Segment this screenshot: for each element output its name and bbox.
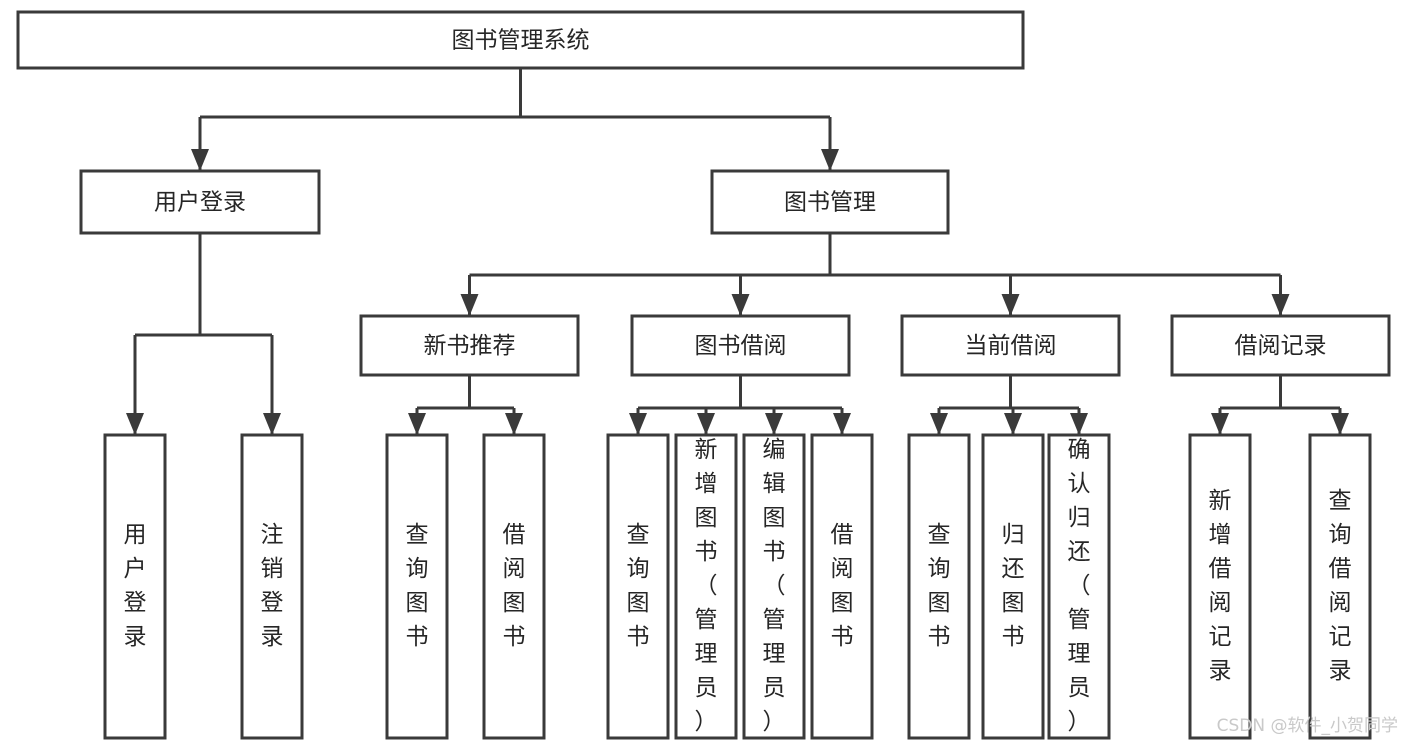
node-label-borrow-record: 借阅记录 [1235, 333, 1327, 359]
arrow-head-icon-leaf-user-login [126, 413, 144, 435]
node-box-new-book-recommend [359, 314, 580, 377]
node-label-leaf-query-book-2: 查询图书 [627, 522, 650, 650]
node-box-borrow-record [1170, 314, 1391, 377]
arrow-head-icon-leaf-add-book [697, 413, 715, 435]
node-box-leaf-query-borrow-record [1308, 433, 1372, 740]
node-box-root [16, 10, 1025, 70]
node-box-leaf-edit-book [742, 433, 806, 740]
node-label-leaf-borrow-book-1: 借阅图书 [503, 522, 526, 650]
arrow-head-icon-leaf-query-book-1 [408, 413, 426, 435]
node-box-leaf-add-book [674, 433, 738, 740]
arrow-head-icon-leaf-add-borrow-record [1211, 413, 1229, 435]
node-label-user-login: 用户登录 [154, 190, 246, 216]
node-leaf-query-borrow-record[interactable]: 查询借阅记录 [1308, 433, 1372, 740]
node-current-borrow[interactable]: 当前借阅 [900, 314, 1121, 377]
node-box-leaf-return-book [981, 433, 1045, 740]
arrow-head-icon-leaf-borrow-book-1 [505, 413, 523, 435]
node-box-leaf-confirm-return [1047, 433, 1111, 740]
node-label-leaf-user-logout: 注销登录 [261, 522, 284, 650]
node-label-leaf-add-borrow-record: 新增借阅记录 [1209, 488, 1232, 684]
node-leaf-query-book-3[interactable]: 查询图书 [907, 433, 971, 740]
arrow-head-icon-borrow-record [1271, 294, 1290, 316]
node-leaf-query-book-2[interactable]: 查询图书 [606, 433, 670, 740]
node-box-current-borrow [900, 314, 1121, 377]
node-box-leaf-user-logout [240, 433, 304, 740]
nodes-layer: 图书管理系统用户登录图书管理新书推荐图书借阅当前借阅借阅记录用户登录注销登录查询… [16, 10, 1391, 740]
node-box-leaf-borrow-book-2 [810, 433, 874, 740]
node-label-root: 图书管理系统 [452, 28, 590, 54]
node-box-book-borrow [630, 314, 851, 377]
node-label-leaf-edit-book: 编辑图书（管理员） [763, 437, 786, 735]
node-label-leaf-user-login: 用户登录 [124, 522, 147, 650]
csdn-watermark: CSDN @软件_小贺同学 [1217, 716, 1398, 736]
node-book-borrow[interactable]: 图书借阅 [630, 314, 851, 377]
arrow-head-icon-leaf-query-borrow-record [1331, 413, 1349, 435]
node-label-leaf-return-book: 归还图书 [1002, 522, 1025, 650]
node-box-leaf-user-login [103, 433, 167, 740]
arrow-head-icon-leaf-query-book-2 [629, 413, 647, 435]
node-leaf-add-borrow-record[interactable]: 新增借阅记录 [1188, 433, 1252, 740]
arrow-head-icon-leaf-edit-book [765, 413, 783, 435]
node-leaf-add-book[interactable]: 新增图书（管理员） [674, 433, 738, 740]
node-label-new-book-recommend: 新书推荐 [424, 333, 516, 359]
node-borrow-record[interactable]: 借阅记录 [1170, 314, 1391, 377]
node-leaf-borrow-book-1[interactable]: 借阅图书 [482, 433, 546, 740]
node-label-leaf-query-book-3: 查询图书 [928, 522, 951, 650]
arrow-head-icon-leaf-confirm-return [1070, 413, 1088, 435]
node-label-leaf-borrow-book-2: 借阅图书 [831, 522, 854, 650]
node-leaf-return-book[interactable]: 归还图书 [981, 433, 1045, 740]
arrow-head-icon-new-book-recommend [460, 294, 479, 316]
arrow-head-icon-leaf-return-book [1004, 413, 1022, 435]
node-user-login[interactable]: 用户登录 [79, 169, 321, 235]
node-label-leaf-add-book: 新增图书（管理员） [695, 437, 718, 735]
arrow-head-icon-current-borrow [1001, 294, 1020, 316]
node-box-user-login [79, 169, 321, 235]
node-box-leaf-query-book-3 [907, 433, 971, 740]
node-book-management[interactable]: 图书管理 [710, 169, 950, 235]
node-box-leaf-query-book-1 [385, 433, 449, 740]
node-root[interactable]: 图书管理系统 [16, 10, 1025, 70]
node-new-book-recommend[interactable]: 新书推荐 [359, 314, 580, 377]
node-label-leaf-confirm-return: 确认归还（管理员） [1068, 437, 1091, 735]
arrow-head-icon-book-borrow [731, 294, 750, 316]
node-label-current-borrow: 当前借阅 [965, 333, 1057, 359]
node-leaf-user-login[interactable]: 用户登录 [103, 433, 167, 740]
arrow-head-icon-leaf-query-book-3 [930, 413, 948, 435]
node-box-leaf-borrow-book-1 [482, 433, 546, 740]
node-leaf-query-book-1[interactable]: 查询图书 [385, 433, 449, 740]
node-leaf-user-logout[interactable]: 注销登录 [240, 433, 304, 740]
node-leaf-borrow-book-2[interactable]: 借阅图书 [810, 433, 874, 740]
node-label-leaf-query-borrow-record: 查询借阅记录 [1329, 488, 1352, 684]
node-label-leaf-query-book-1: 查询图书 [406, 522, 429, 650]
node-label-book-borrow: 图书借阅 [695, 333, 787, 359]
node-leaf-confirm-return[interactable]: 确认归还（管理员） [1047, 433, 1111, 740]
node-box-leaf-add-borrow-record [1188, 433, 1252, 740]
node-box-leaf-query-book-2 [606, 433, 670, 740]
connectors-layer [126, 68, 1349, 435]
arrow-head-icon-leaf-borrow-book-2 [833, 413, 851, 435]
arrow-head-icon-book-management [821, 149, 839, 171]
arrow-head-icon-user-login [191, 149, 209, 171]
node-leaf-edit-book[interactable]: 编辑图书（管理员） [742, 433, 806, 740]
node-label-book-management: 图书管理 [784, 190, 876, 216]
node-box-book-management [710, 169, 950, 235]
arrow-head-icon-leaf-user-logout [263, 413, 281, 435]
